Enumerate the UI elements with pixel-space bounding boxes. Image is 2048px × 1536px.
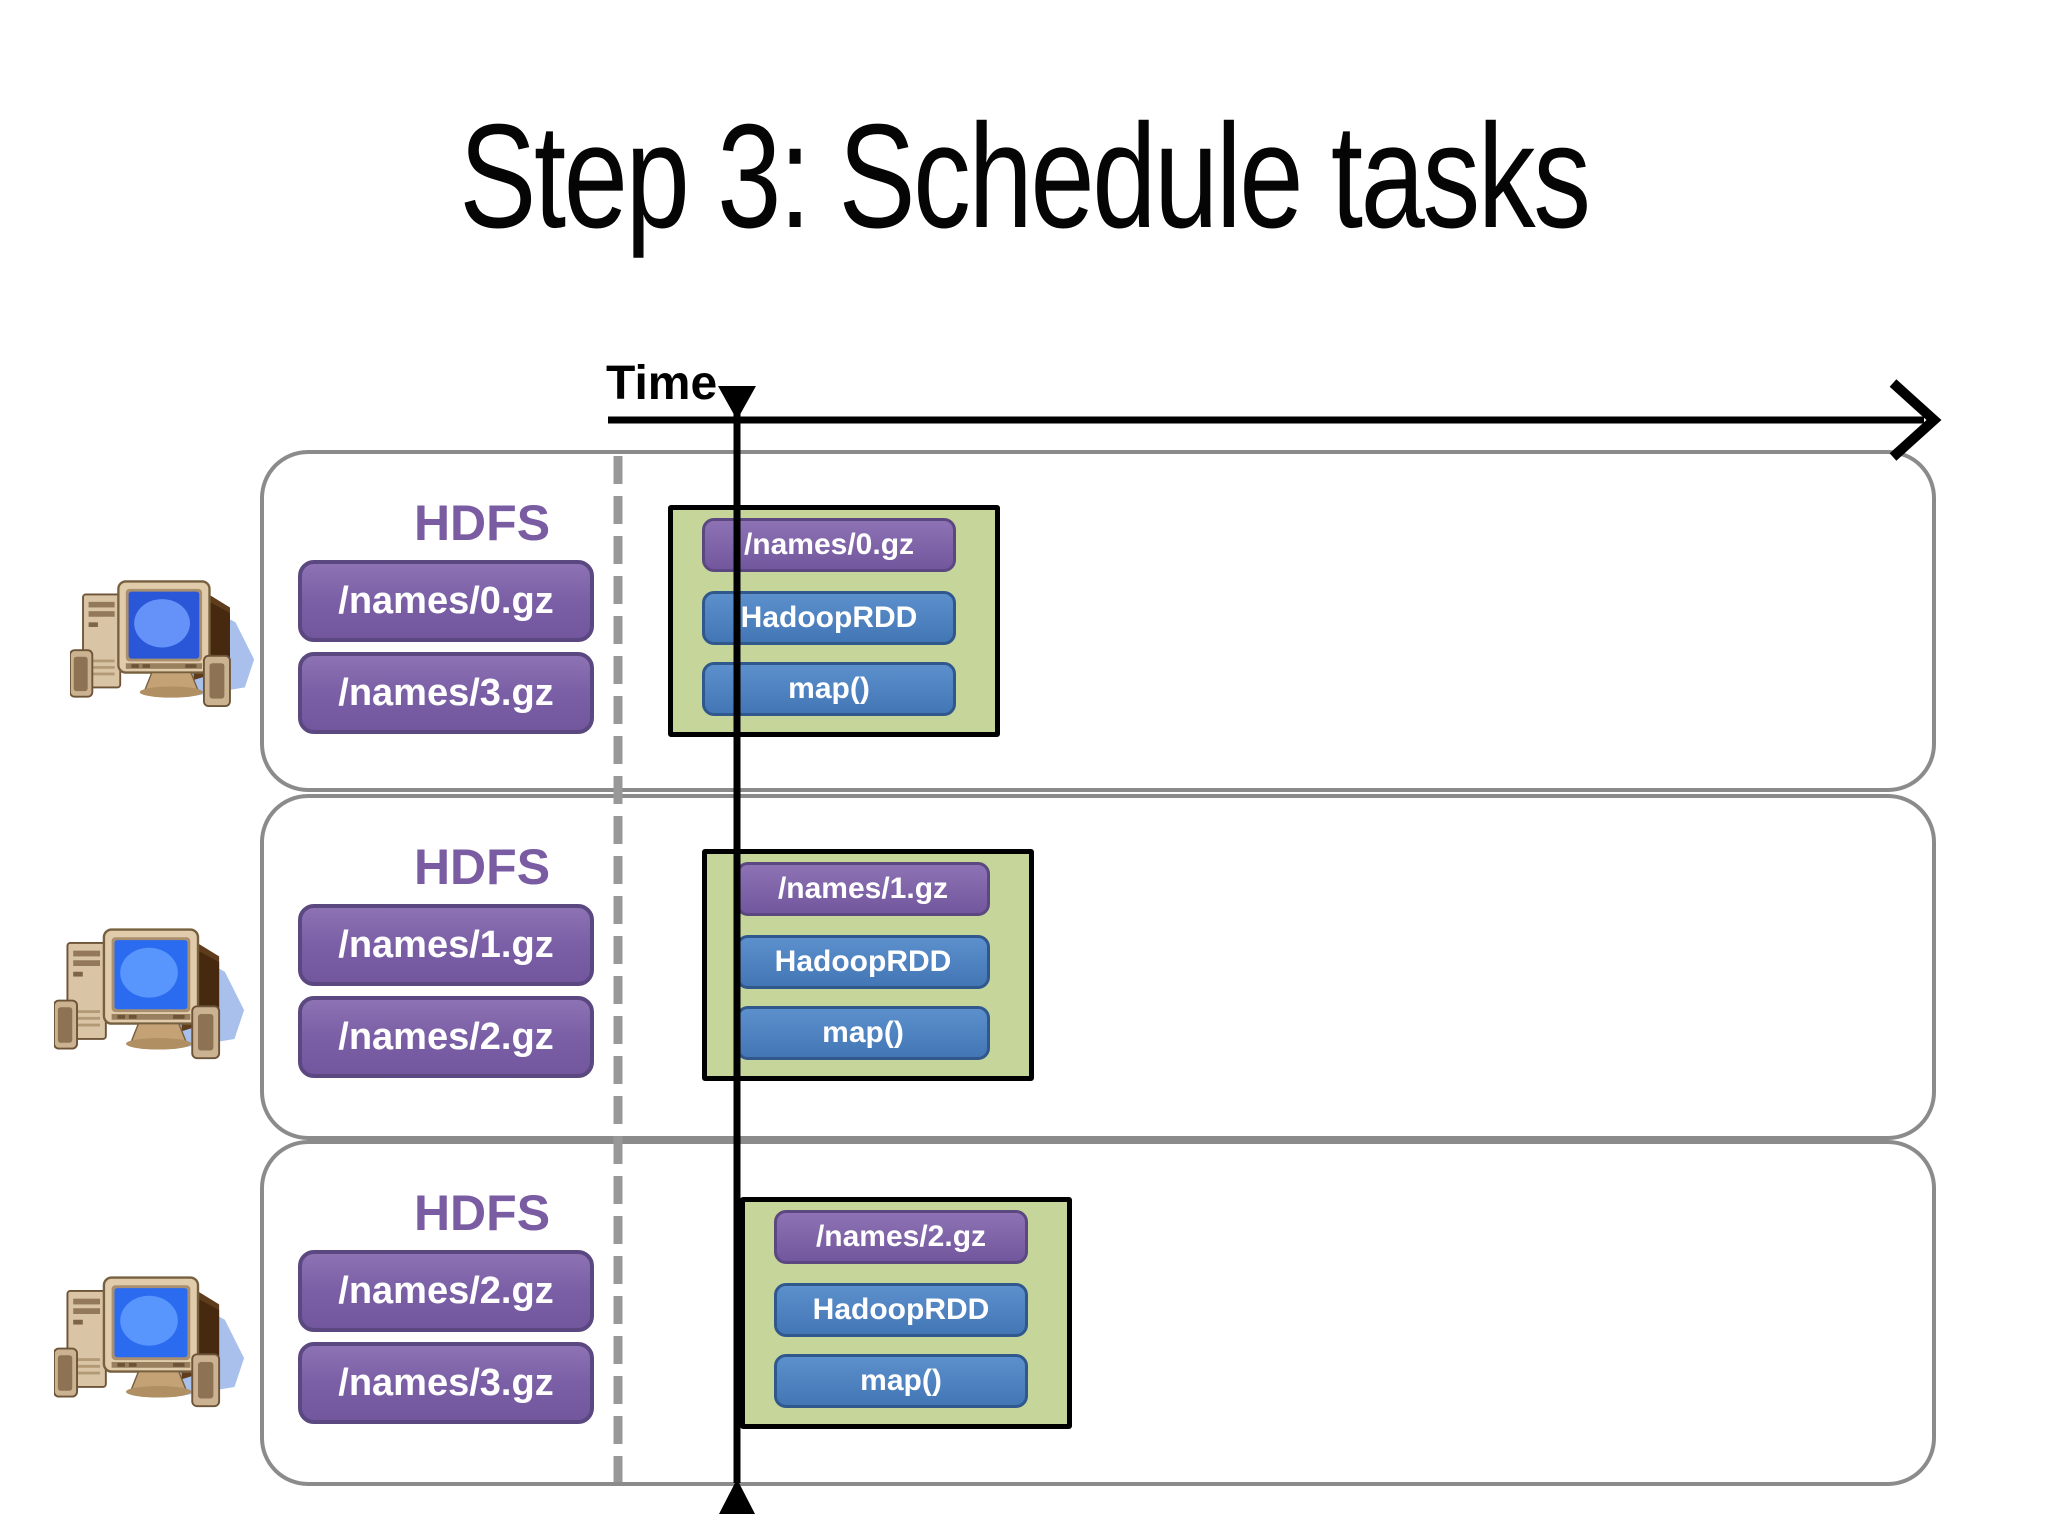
task-operation: map() xyxy=(702,662,956,716)
task-operation: map() xyxy=(774,1354,1028,1408)
task-box: /names/1.gz HadoopRDD map() xyxy=(702,849,1034,1081)
task-box: /names/0.gz HadoopRDD map() xyxy=(668,505,1000,737)
time-axis-arrowhead-icon xyxy=(1889,379,1942,461)
task-partition: /names/1.gz xyxy=(736,862,990,916)
task-operation: map() xyxy=(736,1006,990,1060)
computer-icon xyxy=(54,928,245,1060)
hdfs-label: HDFS xyxy=(413,1185,551,1241)
task-partition: /names/0.gz xyxy=(702,518,956,572)
task-rdd: HadoopRDD xyxy=(774,1283,1028,1337)
worker-node-row: HDFS /names/2.gz /names/3.gz xyxy=(260,1140,1936,1486)
page-title: Step 3: Schedule tasks xyxy=(459,94,1591,259)
current-time-top-marker-icon xyxy=(718,386,756,420)
task-box: /names/2.gz HadoopRDD map() xyxy=(740,1197,1072,1429)
task-rdd: HadoopRDD xyxy=(702,591,956,645)
worker-node-row: HDFS /names/0.gz /names/3.gz xyxy=(260,450,1936,792)
hdfs-block: /names/2.gz xyxy=(298,1250,594,1332)
hdfs-label: HDFS xyxy=(413,495,551,551)
hdfs-block: /names/3.gz xyxy=(298,1342,594,1424)
time-axis-label: Time xyxy=(606,357,718,410)
hdfs-block: /names/3.gz xyxy=(298,652,594,734)
worker-node-row: HDFS /names/1.gz /names/2.gz xyxy=(260,794,1936,1140)
hdfs-block: /names/1.gz xyxy=(298,904,594,986)
computer-icon xyxy=(70,580,255,707)
task-partition: /names/2.gz xyxy=(774,1210,1028,1264)
computer-icon xyxy=(54,1276,245,1408)
hdfs-block: /names/2.gz xyxy=(298,996,594,1078)
hdfs-label: HDFS xyxy=(413,839,551,895)
task-rdd: HadoopRDD xyxy=(736,935,990,989)
hdfs-block: /names/0.gz xyxy=(298,560,594,642)
